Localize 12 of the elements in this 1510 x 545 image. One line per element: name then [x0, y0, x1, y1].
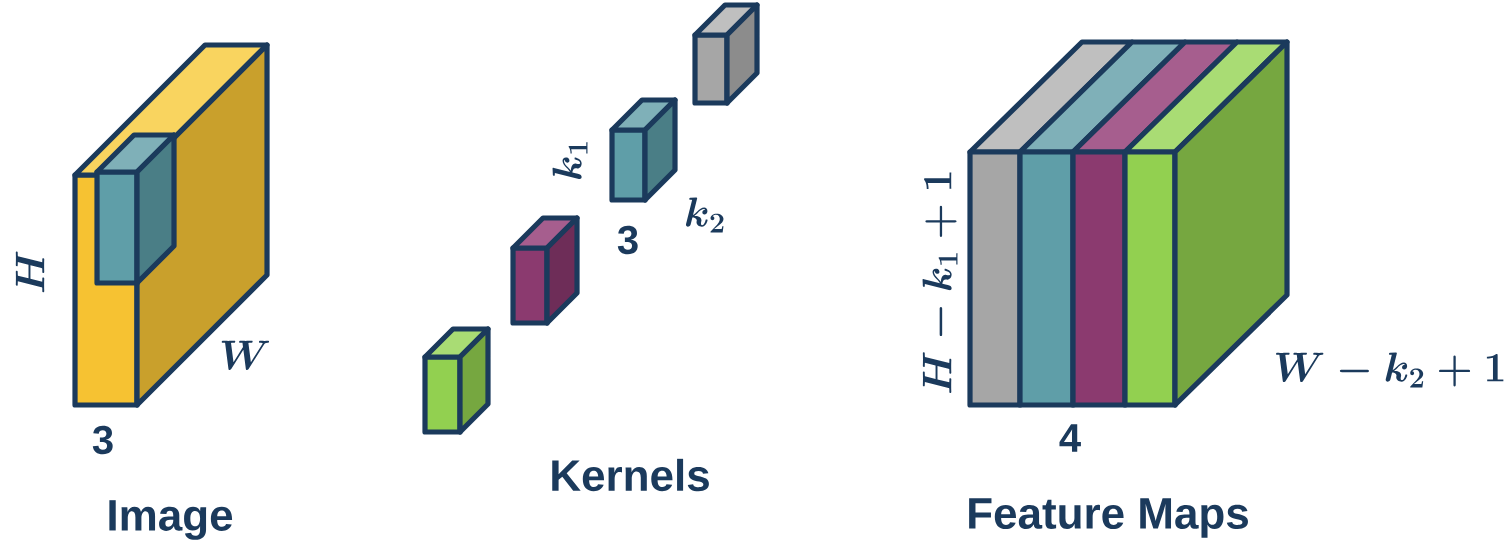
dimension-label: $W - k_2 + 1$: [1276, 352, 1504, 388]
caption: Image: [109, 500, 233, 540]
dimension-label: 4: [1059, 424, 1081, 452]
dimension-label: $W$: [221, 340, 270, 370]
dimension-label: $H$: [15, 251, 45, 293]
caption: Feature Maps: [969, 498, 1248, 538]
dimension-label: 3: [617, 225, 638, 255]
dimension-label: $k_1$: [552, 142, 588, 180]
dimension-label: $H - k_1 + 1$: [922, 172, 958, 393]
caption: Kernels: [552, 458, 709, 492]
dimension-label: 3: [92, 425, 113, 455]
dimension-label: $k_2$: [685, 197, 724, 233]
